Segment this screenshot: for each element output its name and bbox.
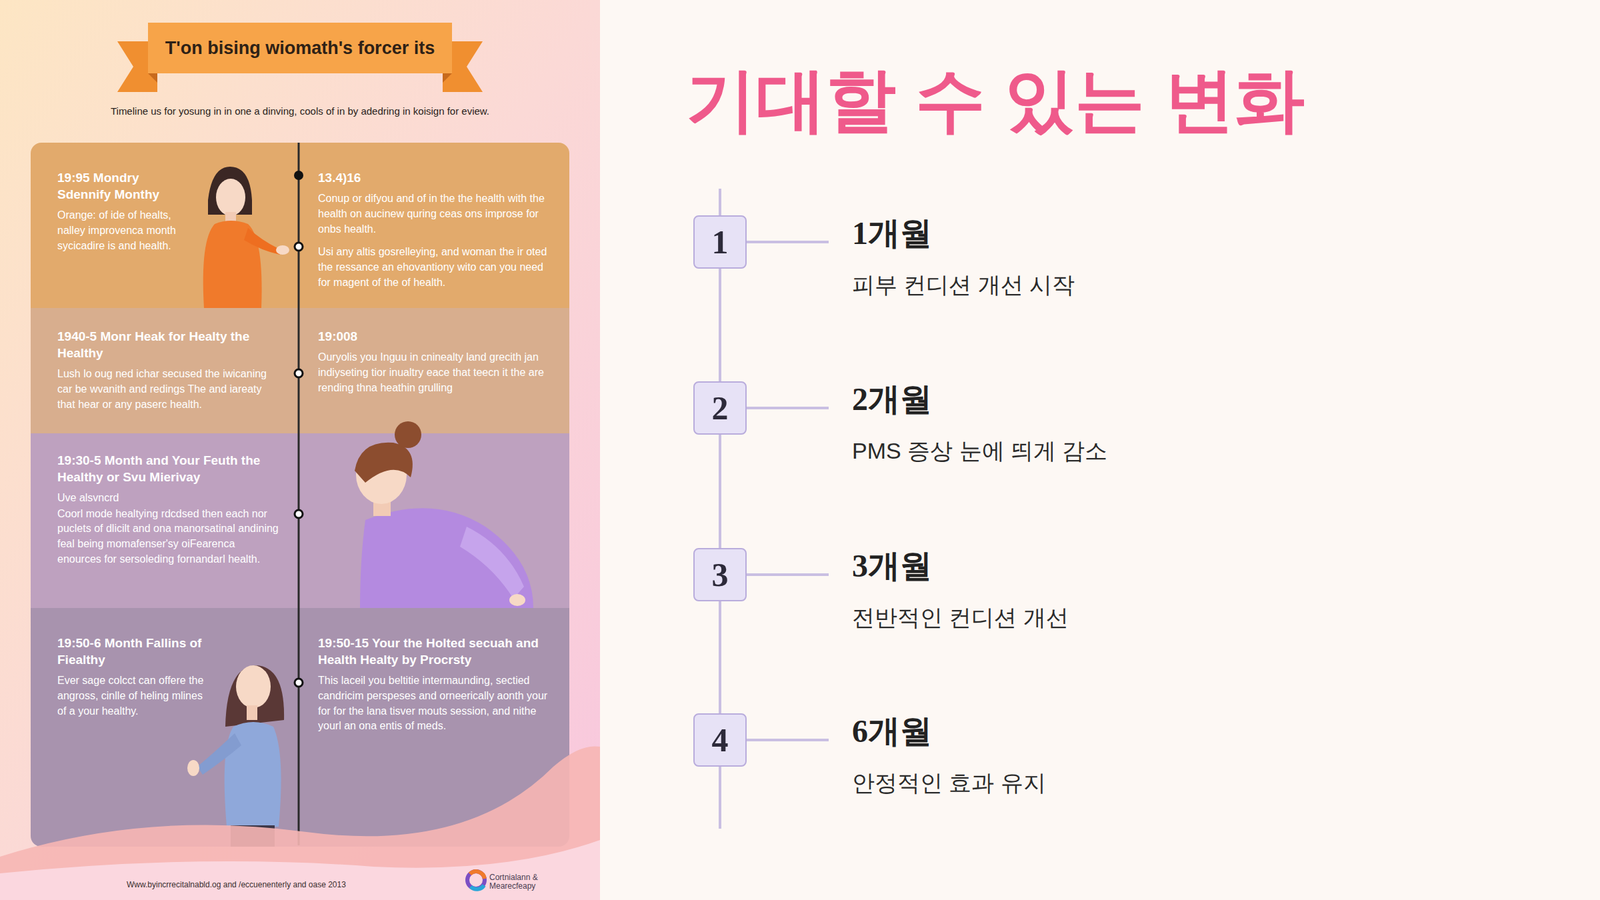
leader-line (746, 240, 829, 244)
step-number: 4 (712, 720, 729, 760)
band-heading: 19:50-15 Your the Holted secuah and Heal… (318, 634, 552, 668)
subtitle: Timeline us for yosung in in one a dinvi… (73, 105, 527, 117)
text-column: 19:50-6 Month Fallins of FiealthyEver sa… (57, 634, 211, 727)
band-heading: 1940-5 Monr Heak for Healty the Healthy (57, 328, 278, 362)
band-text: Orange: of ide of healts, nalley improve… (57, 208, 191, 254)
ribbon-fold (442, 73, 452, 83)
band-text: Conup or difyou and of in the the health… (318, 191, 552, 237)
timeline-band: 1940-5 Monr Heak for Healty the HealthyL… (30, 308, 570, 434)
svg-part (216, 178, 246, 216)
timeline-rail (718, 434, 722, 548)
woman-figure (354, 421, 534, 608)
band-text: This laceil you beltitie intermaunding, … (318, 673, 552, 734)
month-heading: 3개월 (852, 544, 932, 588)
text-column: 13.4)16Conup or difyou and of in the the… (318, 169, 552, 298)
band (30, 433, 570, 608)
text-column: 19:50-15 Your the Holted secuah and Heal… (318, 634, 552, 742)
logo-text: Cortnialann & Mearecfeapy (489, 873, 563, 891)
svg-part (187, 760, 200, 776)
svg-part (236, 665, 271, 708)
timeline-band: 19:95 Mondry Sdennify MonthyOrange: of i… (30, 142, 570, 308)
logo-mark (470, 885, 484, 890)
band-text: Ever sage colcct can offere the angross,… (57, 673, 211, 719)
wave (0, 840, 600, 900)
band (30, 142, 570, 308)
svg-part (360, 508, 534, 608)
timeline-band: 19:30-5 Month and Your Feuth the Healthy… (30, 433, 570, 608)
leader-line (746, 573, 829, 576)
step-number-box: 4 (693, 713, 747, 767)
timeline-band: 19:50-6 Month Fallins of FiealthyEver sa… (30, 608, 570, 847)
svg-part (225, 665, 284, 727)
timeline-panel (30, 142, 570, 847)
left-ground (0, 0, 600, 900)
ribbon-title: T'on bising wiomath's forcer its (165, 38, 435, 59)
svg-part (460, 526, 524, 599)
band-heading: 19:95 Mondry Sdennify Monthy (57, 169, 191, 203)
timeline-dot (294, 678, 303, 687)
svg-part (394, 421, 422, 448)
svg-part (197, 733, 242, 775)
step-number: 2 (712, 388, 729, 428)
leader-line (746, 406, 829, 410)
text-column: 19:30-5 Month and Your Feuth the Healthy… (57, 452, 282, 576)
timeline-dot (294, 369, 303, 378)
band (30, 608, 570, 847)
footer-url: Www.byincrrecitalnabld.og and /eccuenent… (126, 880, 440, 890)
svg-part (244, 228, 280, 255)
leader-line (746, 738, 829, 742)
rail-end (718, 188, 722, 216)
step-number-box: 3 (693, 548, 747, 602)
band-heading: 19:30-5 Month and Your Feuth the Healthy… (57, 452, 282, 486)
band-text: Coorl mode healtying rdcdsed then each n… (57, 506, 282, 568)
month-heading: 2개월 (852, 378, 932, 421)
logo-mark (467, 871, 485, 889)
step-number: 3 (712, 555, 729, 594)
band (30, 308, 570, 434)
timeline-dot (294, 510, 303, 518)
step-number: 1 (712, 222, 729, 262)
svg-part (354, 442, 413, 483)
band-heading: 19:50-6 Month Fallins of Fiealthy (57, 634, 211, 668)
step-number-box: 1 (693, 215, 747, 269)
timeline-dot (294, 242, 303, 251)
band-heading: 19:008 (318, 328, 552, 345)
month-description: 전반적인 컨디션 개선 (852, 602, 1069, 634)
slide-title: 기대할 수 있는 변화 (686, 61, 1305, 139)
timeline-rail (718, 268, 722, 382)
timeline-dot (294, 170, 304, 180)
text-column: 1940-5 Monr Heak for Healty the HealthyL… (57, 328, 278, 420)
woman-figure (203, 166, 290, 308)
month-description: PMS 증상 눈에 띄게 감소 (852, 436, 1108, 467)
text-column: 19:008Ouryolis you Inguu in cninealty la… (318, 328, 552, 404)
ribbon-fold (148, 73, 158, 83)
svg-part (509, 594, 526, 606)
timeline-rail (718, 601, 722, 714)
month-heading: 6개월 (852, 710, 932, 753)
month-description: 안정적인 효과 유지 (852, 768, 1046, 799)
band-text: Usi any altis gosrelleying, and woman th… (318, 244, 552, 290)
title-ribbon: T'on bising wiomath's forcer its (148, 22, 452, 74)
logo-mark (470, 871, 485, 879)
wave (0, 746, 600, 900)
step-number-box: 2 (693, 381, 747, 435)
month-heading: 1개월 (852, 212, 932, 255)
svg-part (246, 705, 258, 720)
band-heading: 13.4)16 (318, 169, 552, 186)
rail-end (718, 766, 722, 829)
band-text: Ouryolis you Inguu in cninealty land gre… (318, 350, 552, 396)
text-column: 19:95 Mondry Sdennify MonthyOrange: of i… (57, 169, 191, 262)
svg-part (276, 245, 290, 255)
month-description: 피부 컨디션 개선 시작 (852, 270, 1075, 301)
band-text: Uve alsvncrd (57, 490, 282, 506)
band-text: Lush lo oug ned ichar secused the iwican… (57, 366, 278, 412)
